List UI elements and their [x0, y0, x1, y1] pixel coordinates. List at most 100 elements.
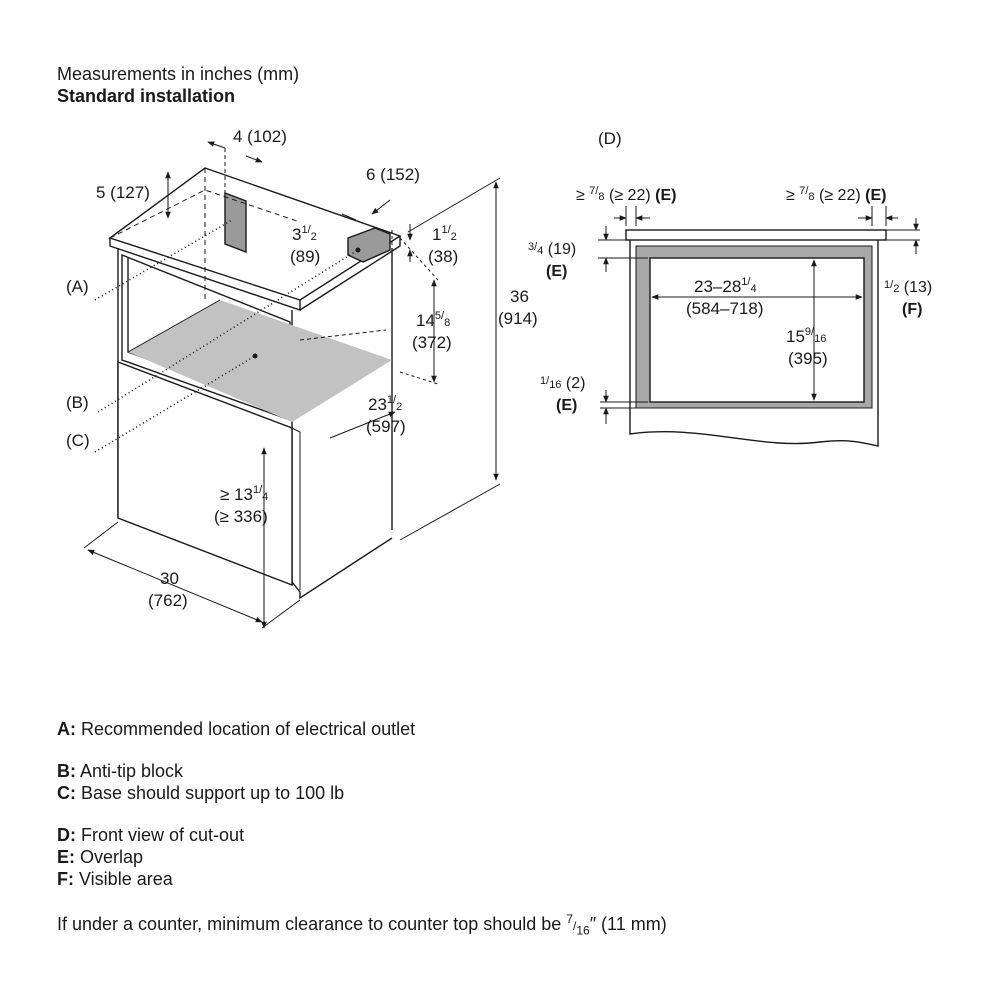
clearance-note: If under a counter, minimum clearance to… — [57, 908, 667, 942]
legend-item-d: D: Front view of cut-out — [57, 824, 415, 846]
installation-diagram: 4 (102) 5 (127) 6 (152) 31/2 (89) 11/2 (… — [66, 127, 932, 629]
dim-width-mm: (762) — [148, 591, 188, 610]
cutout-dimensions — [598, 206, 920, 424]
overlap-right-sep: / — [805, 185, 809, 197]
cutout-height-num: 9 — [805, 326, 811, 338]
legend-text: Anti-tip block — [76, 761, 184, 781]
page-title: Measurements in inches (mm) — [57, 64, 300, 84]
cutout-height: 159/16 — [786, 326, 826, 346]
right-visible-key: (F) — [902, 301, 922, 318]
dim-block-height-num: 1 — [441, 224, 447, 236]
right-visible-den: 2 — [893, 283, 899, 295]
overlap-right: ≥ 7/8 (≥ 22) (E) — [786, 185, 886, 204]
overlap-right-ge: ≥ — [786, 187, 799, 204]
dim-height-mm: (914) — [498, 309, 538, 328]
bottom-overlap-mm: (2) — [561, 375, 585, 392]
shelf-marker — [252, 353, 258, 359]
overlap-left-den: 8 — [598, 191, 604, 203]
dim-depth-whole: 23 — [368, 395, 387, 414]
dim-depth-mm: (597) — [366, 417, 406, 436]
countertop-top — [108, 167, 402, 301]
legend-item-e: E: Overlap — [57, 846, 415, 868]
overlap-left-key: (E) — [655, 187, 676, 204]
note-frac-den: 16 — [576, 923, 590, 938]
cutout-width-num: 1 — [741, 276, 747, 288]
legend-item-f: F: Visible area — [57, 868, 415, 890]
anti-tip-block — [347, 227, 391, 263]
cutout-width-den: 4 — [750, 283, 756, 295]
dim-block-depth-sep: / — [308, 224, 312, 236]
overlap-right-key: (E) — [865, 187, 886, 204]
note-frac-num: 7 — [566, 912, 573, 926]
legend-text: Recommended location of electrical outle… — [76, 719, 416, 739]
legend-text: Visible area — [74, 869, 173, 889]
dim-base-height: ≥ 131/4 — [220, 484, 268, 504]
legend-key: A: — [57, 719, 76, 739]
dim-top-width: 4 (102) — [233, 127, 287, 146]
legend-item-c: C: Base should support up to 100 lb — [57, 782, 415, 804]
legend-text: Overlap — [75, 847, 144, 867]
dim-opening-h-den: 8 — [444, 317, 450, 329]
outlet-plate — [224, 191, 247, 254]
cutout-drawing — [625, 229, 887, 447]
legend-text: Front view of cut-out — [76, 825, 245, 845]
top-overlap-den: 4 — [537, 245, 543, 257]
bottom-overlap-den: 16 — [549, 379, 561, 391]
overlap-left-num: 7 — [589, 185, 595, 197]
top-overlap-num: 3 — [528, 241, 534, 253]
dim-depth-sep: / — [393, 394, 397, 406]
legend: A: Recommended location of electrical ou… — [57, 718, 415, 890]
dim-height-in: 36 — [510, 287, 529, 306]
top-overlap-mm: (19) — [543, 241, 576, 258]
dim-base-h-den: 4 — [262, 491, 268, 503]
dim-block-offset: 6 (152) — [366, 165, 420, 184]
dim-depth-num: 1 — [387, 394, 393, 406]
counter-lip — [625, 229, 887, 241]
right-visible: 1/2 (13) — [884, 279, 932, 296]
legend-key: C: — [57, 783, 76, 803]
label-a: (A) — [66, 277, 89, 296]
top-overlap-sep: / — [534, 241, 538, 253]
top-overlap: 3/4 (19) — [528, 241, 576, 258]
dim-base-h-num: 1 — [253, 484, 259, 496]
overlap-right-num: 7 — [799, 185, 805, 197]
overlap-left-sep: / — [595, 185, 599, 197]
dim-block-height-den: 2 — [451, 231, 457, 243]
dim-block-depth-den: 2 — [311, 231, 317, 243]
dim-block-height-mm: (38) — [428, 247, 458, 266]
dim-block-height: 11/2 — [432, 224, 457, 244]
cutout-height-mm: (395) — [788, 349, 828, 368]
dim-block-depth-whole: 3 — [292, 225, 301, 244]
label-d: (D) — [598, 129, 622, 148]
legend-key: B: — [57, 761, 76, 781]
dim-opening-h-whole: 14 — [416, 311, 435, 330]
right-visible-sep: / — [890, 279, 894, 291]
cutout-opening-border — [649, 257, 865, 403]
dim-base-h-mm: (≥ 336) — [214, 507, 268, 526]
bottom-overlap: 1/16 (2) — [540, 375, 585, 392]
label-b: (B) — [66, 393, 89, 412]
dim-block-depth-num: 1 — [301, 224, 307, 236]
cutout-width-range: 23–28 — [694, 277, 741, 296]
bottom-overlap-num: 1 — [540, 375, 546, 387]
cutout-height-whole: 15 — [786, 327, 805, 346]
dim-back-depth: 5 (127) — [96, 183, 150, 202]
legend-key: D: — [57, 825, 76, 845]
right-visible-num: 1 — [884, 279, 890, 291]
dim-depth: 231/2 — [368, 394, 402, 414]
overlap-left-mm: (≥ 22) — [605, 187, 656, 204]
cutout-width-sep: / — [747, 276, 751, 288]
anti-tip-marker — [355, 247, 361, 253]
cutout-frame — [636, 246, 872, 408]
side-dimensions — [83, 141, 501, 629]
cutout-outer-border — [635, 245, 873, 409]
cutout-width-mm: (584–718) — [686, 299, 764, 318]
dim-block-height-sep: / — [448, 224, 452, 236]
leader-lines — [94, 219, 359, 453]
overlap-left: ≥ 7/8 (≥ 22) (E) — [576, 185, 676, 204]
dim-base-h-whole: ≥ 13 — [220, 485, 253, 504]
bottom-overlap-key: (E) — [556, 397, 577, 414]
cutout-height-sep: / — [811, 326, 815, 338]
right-visible-mm: (13) — [899, 279, 932, 296]
dim-opening-h-mm: (372) — [412, 333, 452, 352]
